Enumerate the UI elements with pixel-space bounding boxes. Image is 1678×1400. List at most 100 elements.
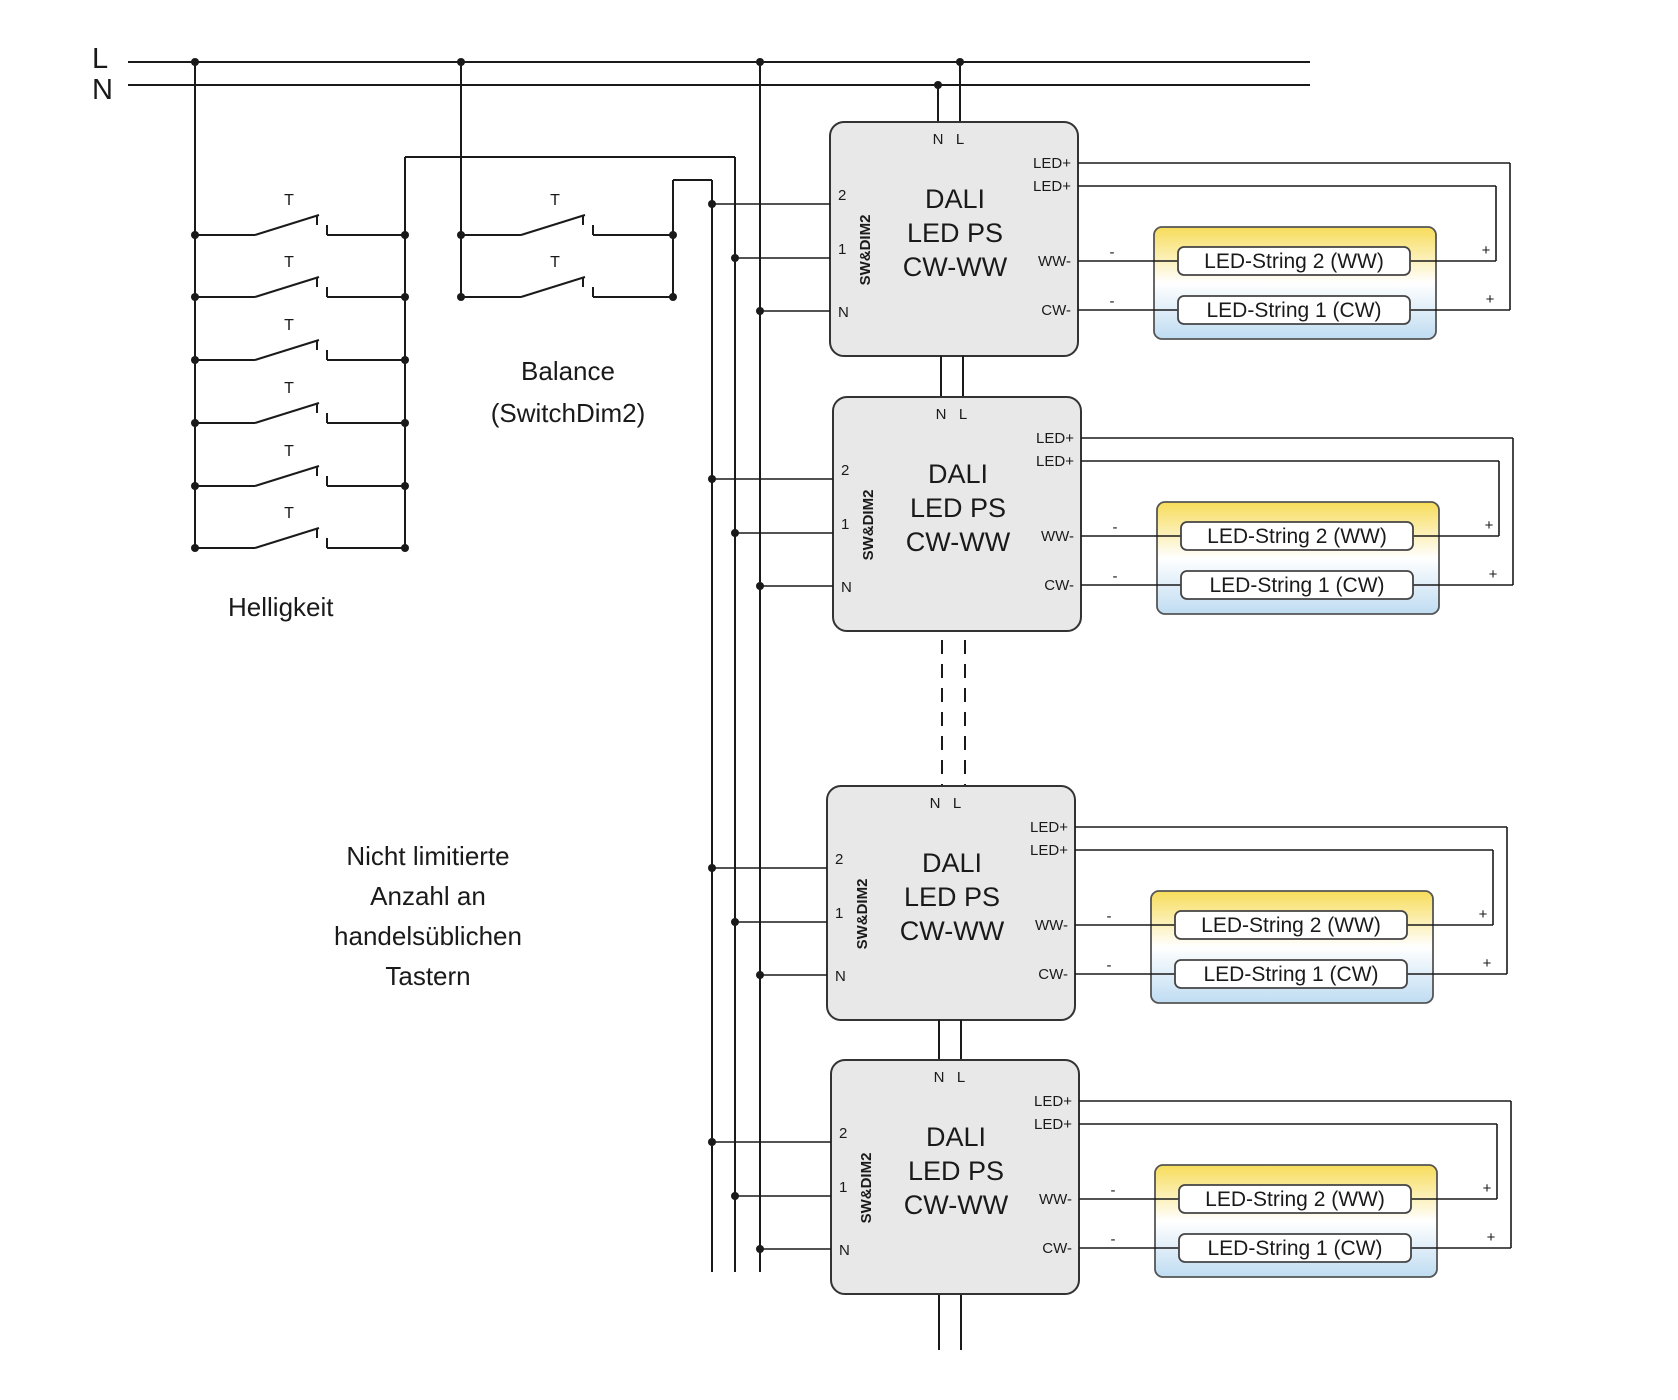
- power-supply-title: CW-WW: [904, 1190, 1009, 1220]
- power-supply-box: [832, 396, 1082, 632]
- note-line-3: handelsüblichen: [334, 921, 522, 951]
- power-supply-box: [830, 1059, 1080, 1295]
- led-string-cw-label: LED-String 1 (CW): [1207, 1237, 1382, 1260]
- sw-dim-label: SW&DIM2: [854, 879, 871, 950]
- led-string-cw-label: LED-String 1 (CW): [1203, 963, 1378, 986]
- rail-n-label: N: [92, 74, 113, 106]
- power-supply-title: DALI: [925, 184, 985, 214]
- terminal-n-label: N: [936, 406, 947, 423]
- note-line-2: Anzahl an: [370, 881, 486, 911]
- terminal-l-label: L: [956, 131, 964, 148]
- power-supply-title: DALI: [922, 848, 982, 878]
- junction-dot: [934, 81, 942, 89]
- output-terminal-label: LED+: [1036, 453, 1074, 470]
- junction-dot: [191, 231, 199, 239]
- junction-dot: [191, 482, 199, 490]
- push-button-switch: T: [191, 317, 409, 364]
- power-supply-title: CW-WW: [906, 527, 1011, 557]
- plus-sign: +: [1486, 291, 1495, 308]
- terminal-l-label: L: [953, 795, 961, 812]
- minus-sign: -: [1110, 293, 1115, 310]
- terminal-n-label: N: [933, 131, 944, 148]
- output-terminal-label: WW-: [1039, 1191, 1072, 1208]
- junction-dot: [731, 529, 739, 537]
- junction-dot: [731, 918, 739, 926]
- input-terminal-label: 2: [839, 1125, 847, 1142]
- push-button-switch: T: [191, 192, 409, 239]
- junction-dot: [708, 200, 716, 208]
- push-button-switch: T: [457, 192, 677, 239]
- junction-dot: [401, 293, 409, 301]
- junction-dot: [756, 582, 764, 590]
- minus-sign: -: [1113, 568, 1118, 585]
- note-text: Nicht limitierte Anzahl an handelsüblich…: [334, 841, 522, 991]
- input-terminal-label: 1: [841, 516, 849, 533]
- input-terminal-label: 2: [841, 462, 849, 479]
- junction-dot: [191, 419, 199, 427]
- output-terminal-label: LED+: [1033, 155, 1071, 172]
- minus-sign: -: [1111, 1182, 1116, 1199]
- input-terminal-label: 1: [839, 1179, 847, 1196]
- junction-dot: [756, 971, 764, 979]
- junction-dot: [708, 475, 716, 483]
- switch-t-label: T: [550, 254, 560, 271]
- led-string-ww-box: [1177, 246, 1411, 276]
- terminal-l-label: L: [959, 406, 967, 423]
- output-terminal-label: LED+: [1034, 1093, 1072, 1110]
- led-string-cw-label: LED-String 1 (CW): [1206, 299, 1381, 322]
- junction-dot: [401, 419, 409, 427]
- balance-label-line1: Balance: [521, 356, 615, 386]
- mains-rails: L N: [92, 43, 1310, 106]
- plus-sign: +: [1489, 566, 1498, 583]
- power-supply-box: [826, 785, 1076, 1021]
- power-supply-title: CW-WW: [900, 916, 1005, 946]
- junction-dot: [708, 1138, 716, 1146]
- plus-sign: +: [1487, 1229, 1496, 1246]
- input-terminal-label: 2: [838, 187, 846, 204]
- led-string-ww-box: [1178, 1184, 1412, 1214]
- output-terminal-label: LED+: [1030, 819, 1068, 836]
- output-terminal-label: LED+: [1036, 430, 1074, 447]
- minus-sign: -: [1107, 908, 1112, 925]
- junction-dot: [756, 58, 764, 66]
- switch-t-label: T: [284, 254, 294, 271]
- power-supply-title: LED PS: [908, 1156, 1004, 1186]
- led-string-ww-box: [1180, 521, 1414, 551]
- push-button-switch: T: [191, 505, 409, 552]
- junction-dot: [191, 544, 199, 552]
- terminal-l-label: L: [957, 1069, 965, 1086]
- sw-dim-label: SW&DIM2: [860, 490, 877, 561]
- note-line-1: Nicht limitierte: [346, 841, 509, 871]
- input-terminal-label: 1: [838, 241, 846, 258]
- junction-dot: [401, 356, 409, 364]
- minus-sign: -: [1113, 519, 1118, 536]
- power-supply-title: LED PS: [904, 882, 1000, 912]
- switch-t-label: T: [284, 192, 294, 209]
- junction-dot: [401, 544, 409, 552]
- minus-sign: -: [1107, 957, 1112, 974]
- power-supply-title: LED PS: [907, 218, 1003, 248]
- junction-dot: [457, 58, 465, 66]
- input-terminal-label: N: [838, 304, 849, 321]
- continuation-dashed: [941, 640, 966, 790]
- push-button-switch: T: [191, 254, 409, 301]
- led-string-cw-box: [1177, 295, 1411, 325]
- led-string-cw-label: LED-String 1 (CW): [1209, 574, 1384, 597]
- switch-t-label: T: [550, 192, 560, 209]
- input-terminal-label: N: [841, 579, 852, 596]
- output-terminal-label: WW-: [1035, 917, 1068, 934]
- power-supply-title: CW-WW: [903, 252, 1008, 282]
- push-button-switch: T: [191, 443, 409, 490]
- input-terminal-label: N: [835, 968, 846, 985]
- push-button-switch: T: [457, 254, 677, 301]
- junction-dot: [669, 231, 677, 239]
- junction-dot: [457, 231, 465, 239]
- terminal-n-label: N: [930, 795, 941, 812]
- rail-l-label: L: [92, 43, 108, 75]
